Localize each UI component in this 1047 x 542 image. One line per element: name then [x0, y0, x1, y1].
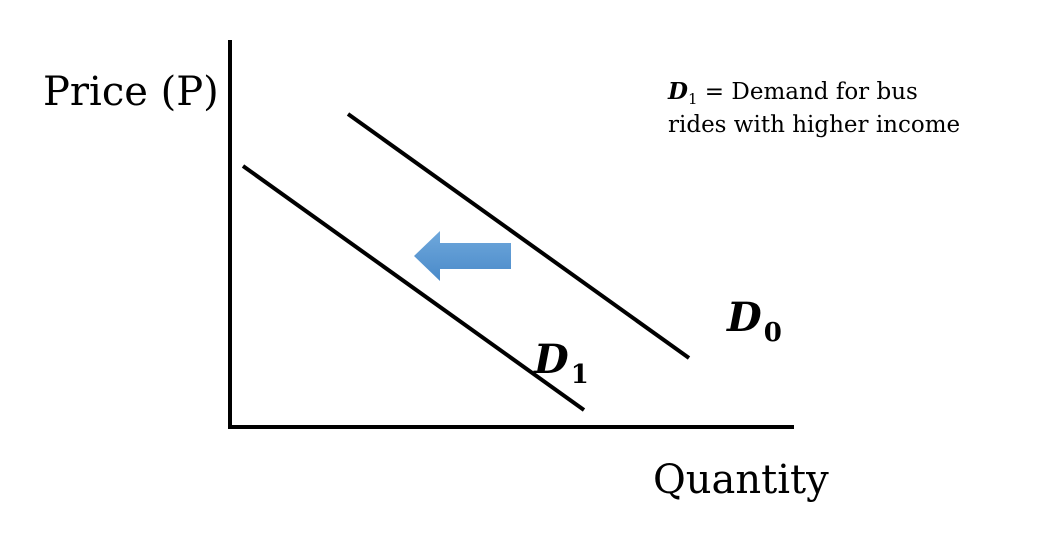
note-subscript: 1	[687, 90, 698, 108]
demand-curve-d0	[346, 112, 691, 360]
legend-note: D1 = Demand for bus rides with higher inc…	[668, 76, 988, 141]
curve-label-d1-subscript: 1	[570, 360, 589, 390]
curve-label-d1-symbol: D	[534, 336, 569, 383]
note-line-1: Demand for bus	[731, 79, 918, 105]
note-equals: =	[697, 79, 732, 105]
curve-label-d0: D0	[727, 298, 782, 347]
demand-curve-d1	[241, 164, 586, 412]
curve-label-d1: D1	[534, 340, 589, 389]
curve-label-d0-symbol: D	[727, 294, 762, 341]
note-line-2: rides with higher income	[668, 112, 961, 138]
left-arrow-icon	[414, 231, 511, 281]
curve-label-d0-subscript: 0	[763, 318, 782, 348]
x-axis-label: Quantity	[653, 457, 829, 503]
y-axis-label: Price (P)	[43, 69, 219, 115]
note-symbol: D	[668, 78, 688, 105]
